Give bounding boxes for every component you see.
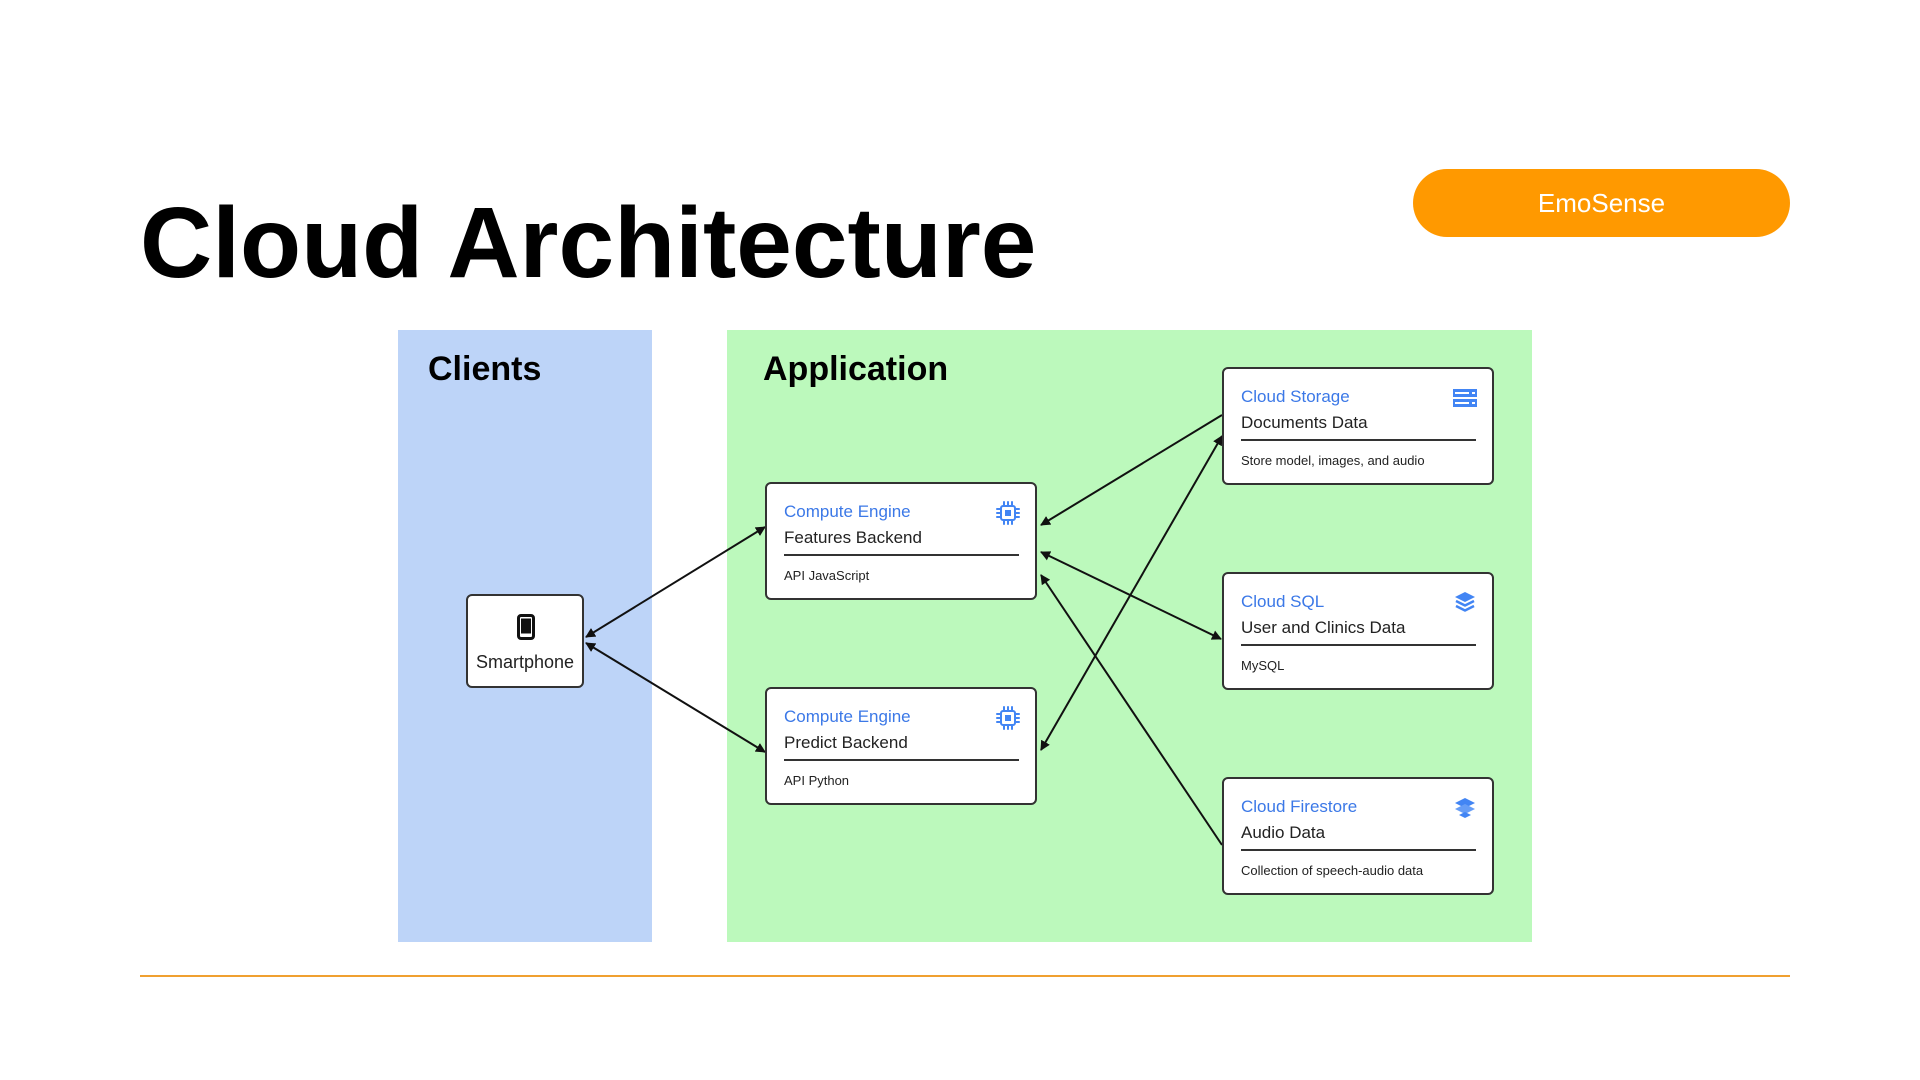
service-name-label: Features Backend — [784, 528, 922, 547]
service-type-label: Cloud SQL — [1241, 592, 1325, 611]
service-description: Store model, images, and audio — [1241, 453, 1425, 468]
service-name-label: User and Clinics Data — [1241, 618, 1406, 637]
service-name-label: Documents Data — [1241, 413, 1368, 432]
service-type-label: Cloud Storage — [1241, 387, 1350, 406]
brand-badge: EmoSense — [1413, 169, 1790, 237]
footer-divider — [140, 975, 1790, 977]
service-type-label: Cloud Firestore — [1241, 797, 1358, 816]
cloud-sql-icon — [1455, 592, 1475, 612]
smartphone-label: Smartphone — [475, 652, 575, 672]
divider — [1241, 644, 1476, 646]
compute-engine-icon — [996, 706, 1020, 730]
service-description: MySQL — [1241, 658, 1285, 673]
predict-backend-node: Compute Engine Predict Backend API Pytho… — [765, 687, 1037, 805]
service-type-label: Compute Engine — [784, 502, 911, 521]
cloud-firestore-icon — [1455, 798, 1475, 818]
clients-panel-title: Clients — [428, 350, 542, 388]
divider — [1241, 439, 1476, 441]
service-name-label: Predict Backend — [784, 733, 908, 752]
features-backend-node: Compute Engine Features Backend API Java… — [765, 482, 1037, 600]
service-description: API JavaScript — [784, 568, 870, 583]
divider — [784, 554, 1019, 556]
service-description: API Python — [784, 773, 850, 788]
cloud-sql-node: Cloud SQL User and Clinics Data MySQL — [1222, 572, 1494, 690]
compute-engine-icon — [996, 501, 1020, 525]
slide-title: Cloud Architecture — [140, 187, 1037, 299]
service-name-label: Audio Data — [1241, 823, 1326, 842]
cloud-firestore-node: Cloud Firestore Audio Data Collection of… — [1222, 777, 1494, 895]
smartphone-node: Smartphone — [466, 594, 584, 688]
cloud-storage-icon — [1453, 389, 1477, 407]
service-description: Collection of speech-audio data — [1241, 863, 1424, 878]
service-type-label: Compute Engine — [784, 707, 911, 726]
cloud-storage-node: Cloud Storage Documents Data Store model… — [1222, 367, 1494, 485]
application-panel-title: Application — [763, 350, 949, 388]
smartphone-icon — [517, 614, 535, 640]
divider — [784, 759, 1019, 761]
divider — [1241, 849, 1476, 851]
